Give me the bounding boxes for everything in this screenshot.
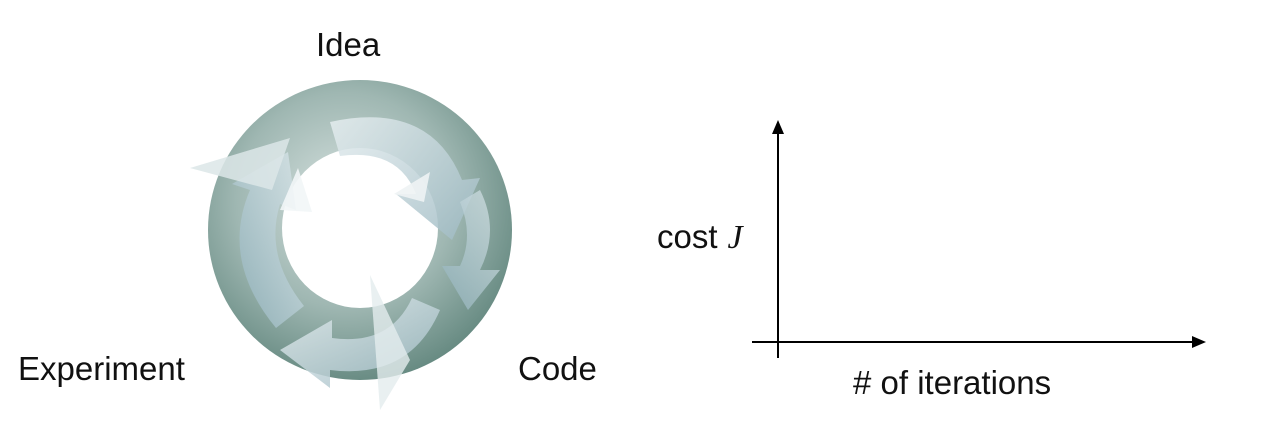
idea-label: Idea	[316, 26, 381, 63]
y-axis-arrowhead	[772, 120, 784, 134]
arrow-code-to-experiment-head	[394, 172, 430, 202]
arrow-code-to-experiment	[280, 298, 440, 388]
arrow-experiment-to-idea-head	[280, 168, 312, 212]
cost-axes	[752, 120, 1206, 358]
y-axis-label-text: cost	[657, 218, 718, 255]
code-label: Code	[518, 350, 597, 387]
arrow-experiment-to-idea-tip	[190, 138, 290, 190]
experiment-label: Experiment	[18, 350, 185, 387]
x-axis-arrowhead	[1192, 336, 1206, 348]
iteration-cycle-diagram	[190, 80, 512, 410]
x-axis-label: # of iterations	[853, 364, 1052, 401]
arrow-code-to-experiment-tip	[370, 275, 410, 410]
y-axis-label-variable: J	[727, 219, 743, 256]
arrow-idea-to-code-tail	[442, 190, 500, 310]
arrow-idea-to-code	[330, 117, 480, 240]
